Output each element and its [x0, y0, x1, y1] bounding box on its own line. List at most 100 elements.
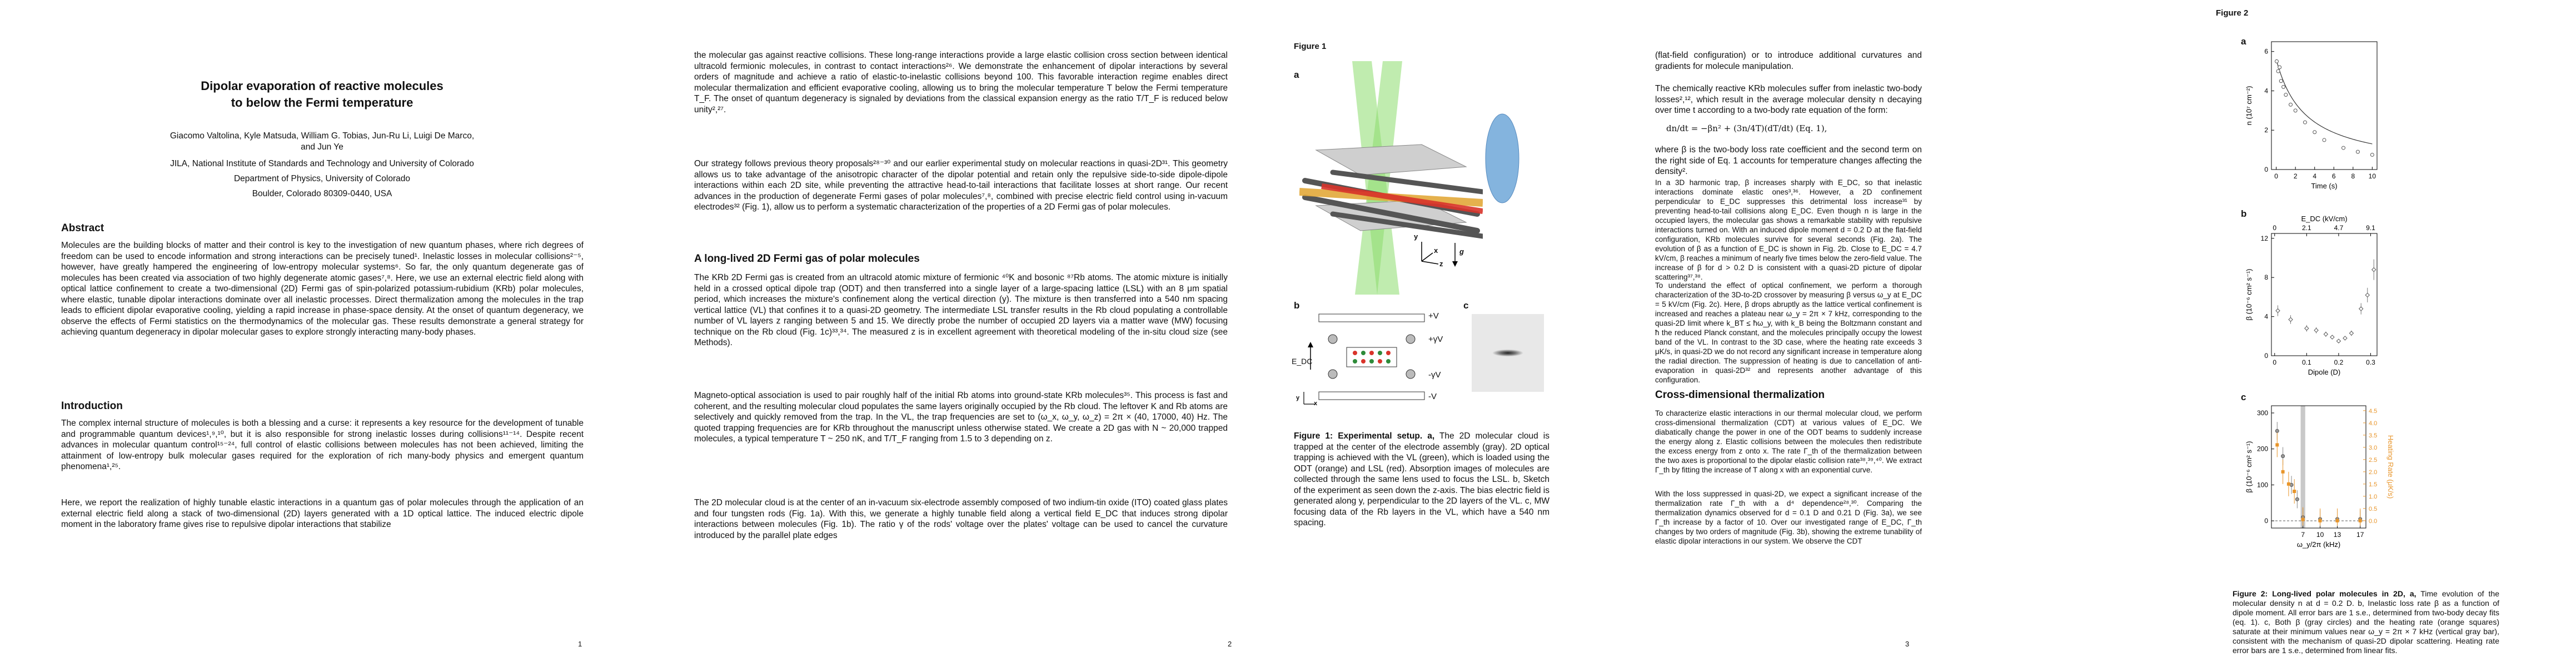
x-tick-label: 0 [2274, 172, 2278, 180]
label-edc: E_DC [1292, 357, 1313, 366]
authors: Giacomo Valtolina, Kyle Matsuda, William… [170, 131, 475, 152]
panel-2c-label: c [2241, 392, 2246, 402]
plot-frame [2271, 41, 2378, 170]
data-point [2336, 339, 2341, 344]
data-point [2349, 331, 2354, 336]
affiliation-1: JILA, National Institute of Standards an… [170, 159, 474, 168]
panel-c-label: c [1463, 300, 1469, 311]
figure-2-caption: Figure 2: Long-lived polar molecules in … [2233, 589, 2499, 655]
right-tick-label: 0.0 [2369, 518, 2377, 525]
rod-bottom-left [1328, 369, 1338, 379]
y-tick-label: 2 [2264, 126, 2268, 134]
x-tick-label: 4 [2313, 172, 2316, 180]
heating-point [2281, 470, 2285, 474]
figure-1-caption-text: The 2D molecular cloud is trapped at the… [1294, 431, 1549, 527]
page-number: 3 [1905, 640, 1910, 648]
x-tick-label: 6 [2332, 172, 2336, 180]
quasi-2d-band [2300, 406, 2305, 528]
top-tick-label: 0 [2273, 224, 2276, 232]
y-tick-label: 100 [2257, 481, 2268, 489]
p3-paragraph-1: (flat-field configuration) or to introdu… [1655, 51, 1922, 71]
x-axis-label: Time (s) [2311, 182, 2337, 190]
heating-point [2318, 519, 2322, 522]
molecule-layers-box [1346, 347, 1397, 367]
p2-paragraph-4: Magneto-optical association is used to p… [694, 391, 1228, 444]
data-point [2323, 332, 2329, 337]
p2-paragraph-2: Our strategy follows previous theory pro… [694, 159, 1228, 212]
p2-paragraph-3: The KRb 2D Fermi gas is created from an … [694, 273, 1228, 347]
y-axis-label: n (10⁷ cm⁻²) [2245, 86, 2253, 126]
bottom-plate [1318, 391, 1425, 400]
y-tick-label: 4 [2264, 87, 2268, 94]
p3-paragraph-7: With the loss suppressed in quasi-2D, we… [1655, 490, 1922, 545]
mw-focusing-image [1472, 314, 1544, 392]
data-point [2371, 267, 2376, 272]
p3-paragraph-4: In a 3D harmonic trap, β increases sharp… [1655, 178, 1922, 281]
intro-paragraph-2: Here, we report the realization of highl… [61, 498, 584, 529]
data-point [2303, 120, 2307, 125]
data-point [2275, 308, 2280, 313]
data-point [2370, 152, 2374, 157]
figure-1a-illustration [1299, 61, 1483, 295]
x-tick-label: 0.3 [2366, 359, 2375, 366]
p2-paragraph-1: the molecular gas against reactive colli… [694, 51, 1228, 115]
beta-point [2295, 497, 2299, 501]
p2-paragraph-5: The 2D molecular cloud is at the center … [694, 498, 1228, 540]
rod-bottom-right [1406, 369, 1416, 379]
page-number: 1 [578, 640, 582, 648]
beta-point [2281, 454, 2285, 459]
panel-2a-label: a [2241, 36, 2246, 47]
right-axis-label: Heating Rate (μK/s) [2386, 435, 2395, 499]
data-point [2278, 65, 2282, 69]
heating-point [2275, 443, 2279, 447]
x-tick-label: 10 [2316, 531, 2324, 539]
heating-point [2301, 517, 2305, 521]
data-point [2322, 138, 2326, 142]
x-tick-label: 8 [2351, 172, 2355, 180]
p3-paragraph-2: The chemically reactive KRb molecules su… [1655, 84, 1922, 115]
y-axis-label: β (10⁻⁶ cm² s⁻¹) [2245, 269, 2253, 321]
page-2: the molecular gas against reactive colli… [644, 0, 1288, 667]
panel-a-label: a [1294, 69, 1299, 80]
axis-label-z: z [1439, 260, 1443, 268]
equation-1: dn/dt = −βn² + (3n/4T)(dT/dt) (Eq. 1), [1666, 123, 1827, 133]
figure-1-caption: Figure 1: Experimental setup. a, The 2D … [1294, 431, 1549, 529]
axis-label-y: y [1414, 232, 1418, 241]
x-tick-label: 7 [2301, 531, 2305, 539]
data-point [2279, 79, 2283, 83]
y-tick-label: 8 [2264, 273, 2268, 281]
data-point [2276, 69, 2280, 73]
electrode-rod [1330, 211, 1483, 239]
lens-illustration [1485, 113, 1519, 203]
heating-point [2293, 490, 2296, 493]
p3-paragraph-3: where β is the two-body loss rate coeffi… [1655, 145, 1922, 176]
heating-point [2335, 519, 2339, 522]
x-axis-label: ω_y/2π (kHz) [2297, 540, 2340, 549]
y-tick-label: 0 [2264, 352, 2268, 360]
rod-top-right [1406, 334, 1416, 344]
page-3: Figure 1 a y z x g b [1288, 0, 1932, 667]
beta-point [2289, 482, 2294, 487]
data-point [2313, 130, 2317, 135]
paper-title-line2: to below the Fermi temperature [231, 96, 413, 109]
y-tick-label: 0 [2264, 166, 2268, 173]
heating-point [2286, 482, 2290, 486]
data-point [2341, 146, 2346, 150]
section-heading-cdt: Cross-dimensional thermalization [1655, 389, 1825, 401]
axis-label-x-b: x [1314, 400, 1318, 407]
x-tick-label: 13 [2334, 531, 2341, 539]
paper-title-line1: Dipolar evaporation of reactive molecule… [201, 79, 444, 93]
p3-paragraph-5: To understand the effect of optical conf… [1655, 281, 1922, 384]
right-tick-label: 3.0 [2369, 445, 2377, 451]
label-plus-v: +V [1428, 311, 1439, 321]
data-point [2281, 84, 2286, 89]
lens [1485, 113, 1519, 203]
affiliation-2: Department of Physics, University of Col… [233, 174, 411, 183]
data-point [2293, 108, 2298, 113]
intro-heading: Introduction [61, 400, 123, 412]
affiliation-3: Boulder, Colorado 80309-0440, USA [252, 189, 392, 198]
x-tick-label: 10 [2369, 172, 2376, 180]
